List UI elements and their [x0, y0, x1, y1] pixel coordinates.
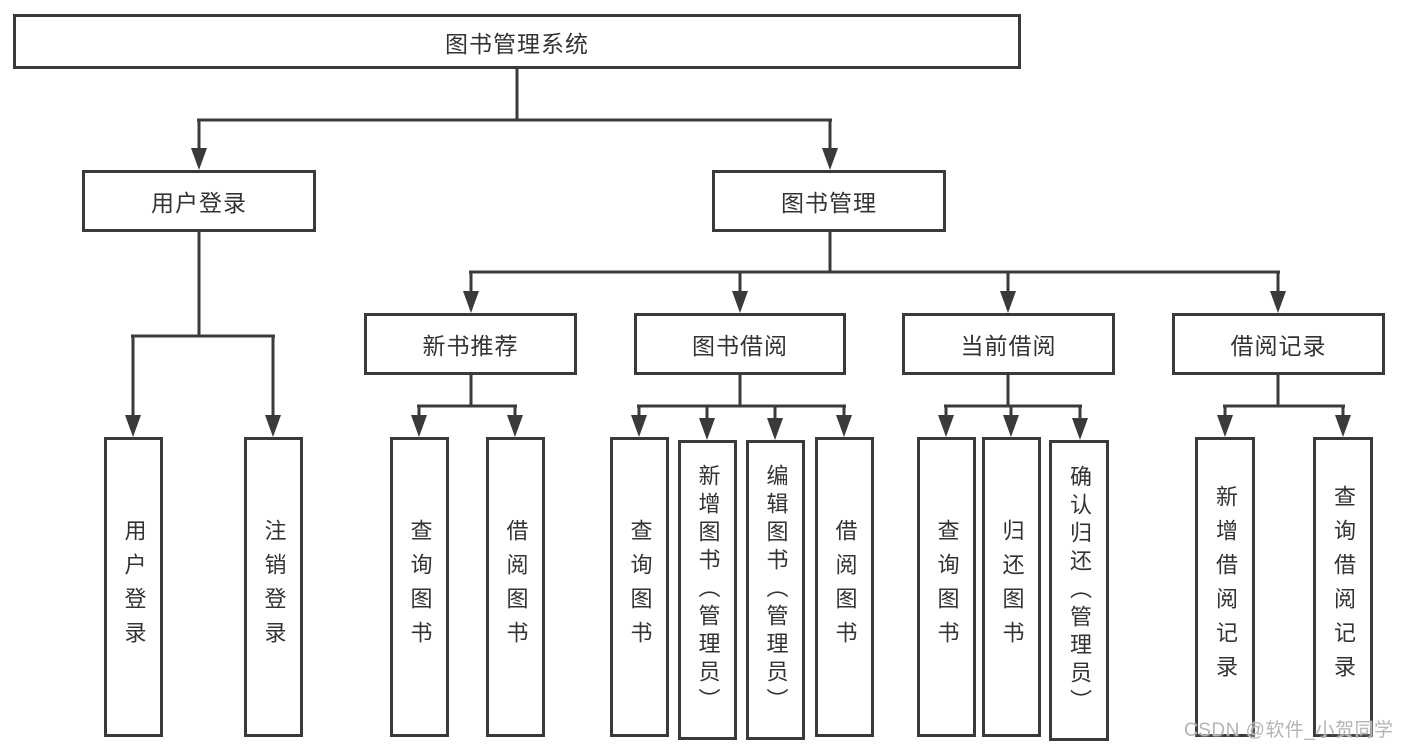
leaf-borrow-books-borrowing-label: 借阅图书 — [832, 519, 858, 655]
leaf-user-login: 用户登录 — [104, 437, 163, 737]
node-book-management: 图书管理 — [712, 170, 946, 232]
node-new-book-recommend-label: 新书推荐 — [422, 333, 519, 359]
node-borrowing-records-label: 借阅记录 — [1230, 333, 1327, 359]
node-new-book-recommend: 新书推荐 — [364, 313, 577, 375]
leaf-confirm-return-admin-label: 确认归还（管理员） — [1067, 464, 1092, 717]
leaf-borrow-books-borrowing: 借阅图书 — [815, 437, 874, 737]
leaf-edit-book-admin: 编辑图书（管理员） — [746, 440, 805, 740]
leaf-query-books-current: 查询图书 — [917, 437, 976, 737]
node-user-login-label: 用户登录 — [151, 190, 247, 216]
node-book-borrowing: 图书借阅 — [634, 313, 846, 375]
watermark: CSDN @软件_小贺同学 — [1184, 720, 1394, 741]
leaf-user-login-label: 用户登录 — [121, 519, 147, 655]
leaf-borrow-books-recommend-label: 借阅图书 — [503, 519, 529, 655]
leaf-logout: 注销登录 — [244, 437, 303, 737]
leaf-query-books-borrowing: 查询图书 — [610, 437, 669, 737]
leaf-query-books-borrowing-label: 查询图书 — [627, 519, 653, 655]
node-library-system: 图书管理系统 — [13, 14, 1021, 69]
leaf-add-book-admin-label: 新增图书（管理员） — [695, 464, 721, 716]
leaf-query-borrow-record-label: 查询借阅记录 — [1331, 485, 1356, 689]
leaf-add-borrow-record: 新增借阅记录 — [1195, 437, 1255, 737]
leaf-edit-book-admin-label: 编辑图书（管理员） — [763, 464, 789, 716]
leaf-logout-label: 注销登录 — [261, 519, 287, 655]
leaf-add-borrow-record-label: 新增借阅记录 — [1213, 485, 1238, 689]
node-borrowing-records: 借阅记录 — [1172, 313, 1385, 375]
node-current-borrowing: 当前借阅 — [902, 313, 1115, 375]
leaf-confirm-return-admin: 确认归还（管理员） — [1049, 440, 1109, 741]
leaf-query-books-recommend-label: 查询图书 — [407, 519, 433, 655]
leaf-return-books-label: 归还图书 — [999, 519, 1025, 655]
node-book-borrowing-label: 图书借阅 — [692, 333, 788, 359]
leaf-add-book-admin: 新增图书（管理员） — [678, 440, 737, 740]
node-current-borrowing-label: 当前借阅 — [960, 333, 1057, 359]
node-user-login: 用户登录 — [82, 170, 316, 232]
node-book-management-label: 图书管理 — [781, 190, 877, 216]
leaf-borrow-books-recommend: 借阅图书 — [486, 437, 545, 737]
node-library-system-label: 图书管理系统 — [445, 30, 589, 57]
leaf-query-borrow-record: 查询借阅记录 — [1313, 437, 1373, 737]
leaf-query-books-recommend: 查询图书 — [390, 437, 449, 737]
leaf-query-books-current-label: 查询图书 — [934, 519, 960, 655]
leaf-return-books: 归还图书 — [982, 437, 1041, 737]
